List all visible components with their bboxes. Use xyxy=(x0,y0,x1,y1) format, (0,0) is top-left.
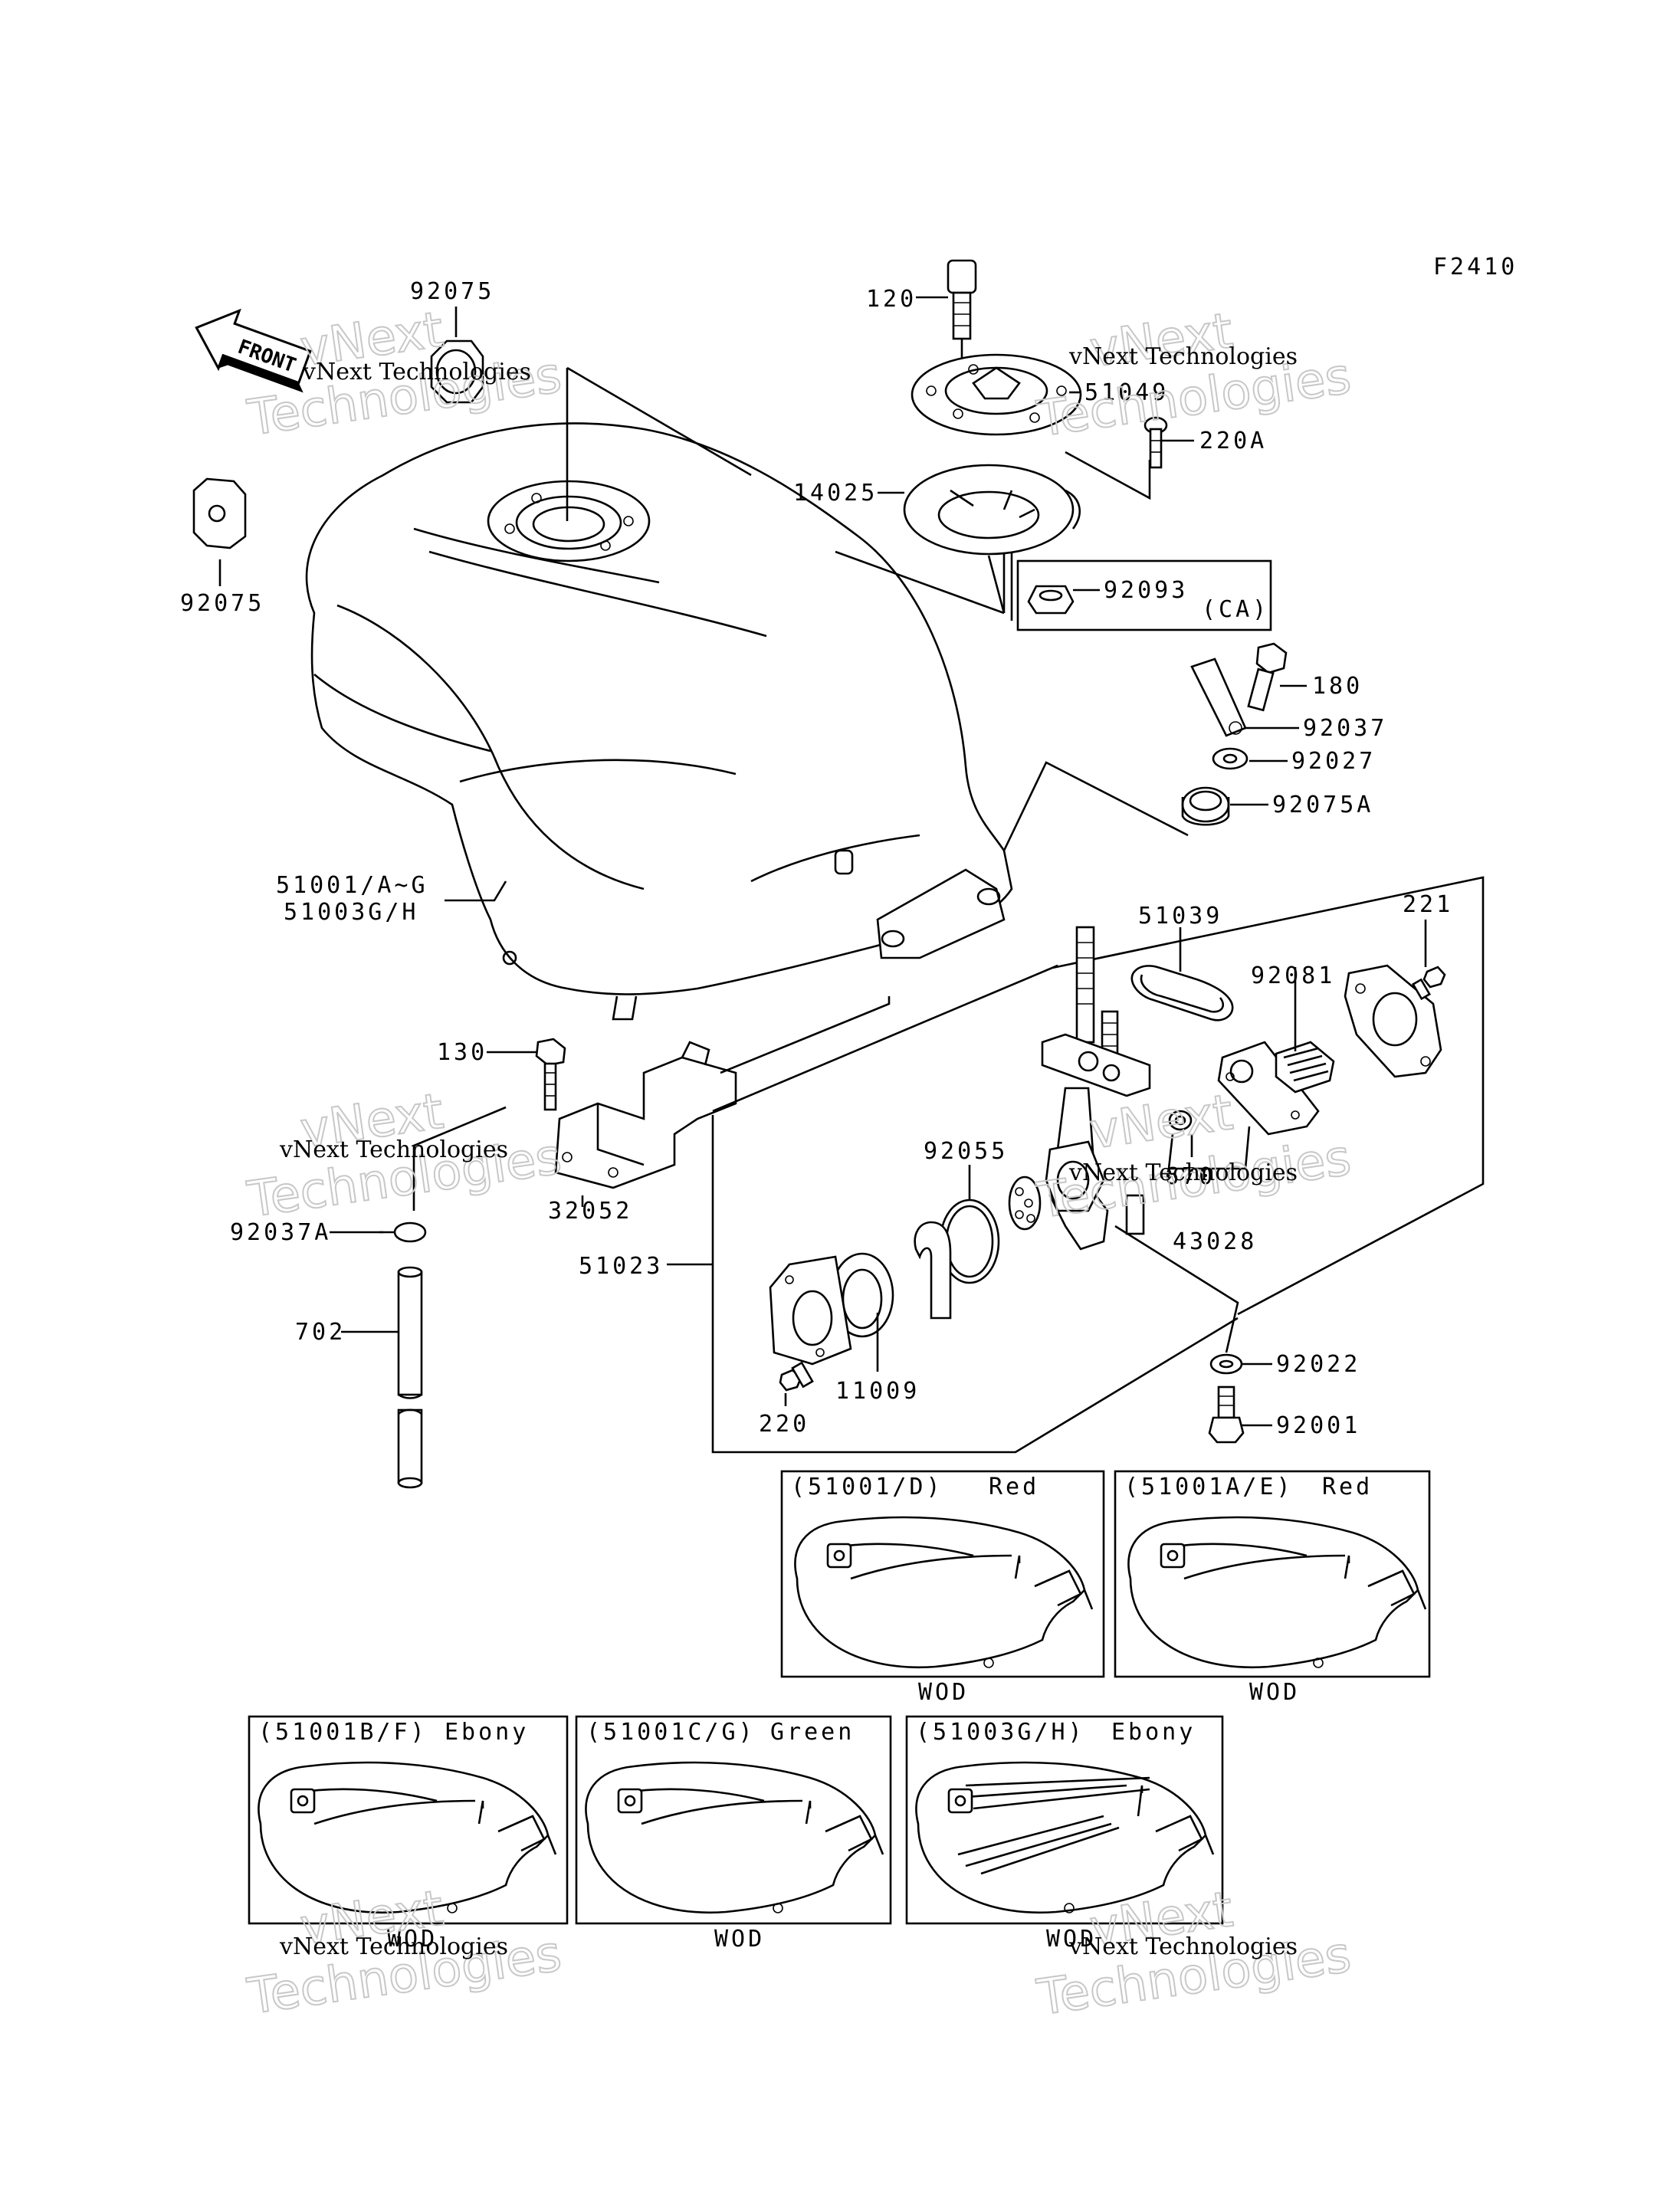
right-small-parts xyxy=(1181,642,1288,826)
label-92055: 92055 xyxy=(924,1138,1008,1165)
variant-box-2: (51001A/E) Red WOD xyxy=(1114,1470,1431,1706)
drain-bolt-92001 xyxy=(1208,1385,1245,1444)
label-702: 702 xyxy=(295,1319,346,1346)
label-92027: 92027 xyxy=(1291,748,1376,775)
watermark-caption-1: vNext Technologies xyxy=(302,359,531,385)
ca-spec-box xyxy=(1016,559,1272,631)
bracket-32052 xyxy=(535,1038,737,1189)
label-51023: 51023 xyxy=(579,1253,663,1280)
label-220A: 220A xyxy=(1199,428,1267,454)
fuel-cock-box-outline xyxy=(712,876,1485,1316)
label-51039: 51039 xyxy=(1138,903,1222,930)
label-221: 221 xyxy=(1403,891,1453,918)
label-92075-left: 92075 xyxy=(180,590,264,617)
label-43028: 43028 xyxy=(1173,1228,1257,1255)
front-arrow-icon: FRONT xyxy=(195,308,312,393)
variant-box-5: (51003G/H) Ebony WOD xyxy=(905,1715,1224,1953)
hose-702 xyxy=(397,1266,423,1489)
watermark-caption-3: vNext Technologies xyxy=(279,1136,508,1163)
label-92001: 92001 xyxy=(1276,1412,1360,1439)
label-32052: 32052 xyxy=(548,1198,632,1225)
damper-92075-left xyxy=(192,477,247,549)
variant-1-color: Red xyxy=(989,1474,1039,1500)
label-92081: 92081 xyxy=(1251,962,1335,989)
label-51003: 51003G/H xyxy=(284,899,419,926)
label-92075-top: 92075 xyxy=(410,278,494,305)
variant-5-code: (51003G/H) xyxy=(916,1719,1085,1746)
variant-1-note: WOD xyxy=(918,1679,969,1706)
variant-box-3: (51001B/F) Ebony WOD xyxy=(248,1715,569,1953)
label-92037A: 92037A xyxy=(230,1219,331,1246)
watermark-caption-4: vNext Technologies xyxy=(1068,1159,1298,1186)
label-220: 220 xyxy=(759,1411,809,1438)
label-51049: 51049 xyxy=(1084,379,1169,406)
label-92022: 92022 xyxy=(1276,1351,1360,1378)
variant-4-note: WOD xyxy=(714,1926,765,1953)
variant-1-code: (51001/D) xyxy=(791,1474,943,1500)
variant-4-color: Green xyxy=(770,1719,855,1746)
variant-3-code: (51001B/F) xyxy=(258,1719,428,1746)
damper-92075-top xyxy=(430,339,484,404)
watermark-caption-5: vNext Technologies xyxy=(279,1933,508,1960)
variant-2-note: WOD xyxy=(1249,1679,1300,1706)
label-92037: 92037 xyxy=(1303,715,1387,742)
watermark-caption-6: vNext Technologies xyxy=(1068,1933,1298,1960)
variant-4-code: (51001C/G) xyxy=(586,1719,756,1746)
variant-box-1: (51001/D) Red WOD xyxy=(780,1470,1105,1706)
leader-lines xyxy=(218,296,1427,1427)
label-92075A: 92075A xyxy=(1272,792,1373,818)
label-130: 130 xyxy=(437,1039,487,1066)
label-11009: 11009 xyxy=(835,1378,920,1405)
variant-3-note: WOD xyxy=(387,1926,438,1953)
watermark-caption-2: vNext Technologies xyxy=(1068,343,1298,370)
label-120: 120 xyxy=(866,286,917,313)
label-92093: 92093 xyxy=(1104,577,1188,604)
fuel-tank xyxy=(305,422,1013,1021)
fuel-cap-assembly xyxy=(903,259,1168,621)
variant-5-note: WOD xyxy=(1046,1926,1097,1953)
variant-box-4: (51001C/G) Green WOD xyxy=(575,1715,892,1953)
label-51001: 51001/A~G xyxy=(276,872,428,899)
variant-5-color: Ebony xyxy=(1111,1719,1196,1746)
clip-92037A xyxy=(379,1221,427,1243)
variant-2-code: (51001A/E) xyxy=(1124,1474,1294,1500)
label-14025: 14025 xyxy=(793,480,878,507)
label-670: 670 xyxy=(1165,1163,1216,1190)
variant-3-color: Ebony xyxy=(445,1719,529,1746)
figure-code: F2410 xyxy=(1433,254,1518,280)
label-ca-note: (CA) xyxy=(1202,596,1269,623)
variant-2-color: Red xyxy=(1322,1474,1373,1500)
drain-washer-92022 xyxy=(1209,1353,1243,1375)
label-180: 180 xyxy=(1312,673,1363,700)
fuel-cock-assembly xyxy=(769,926,1446,1392)
